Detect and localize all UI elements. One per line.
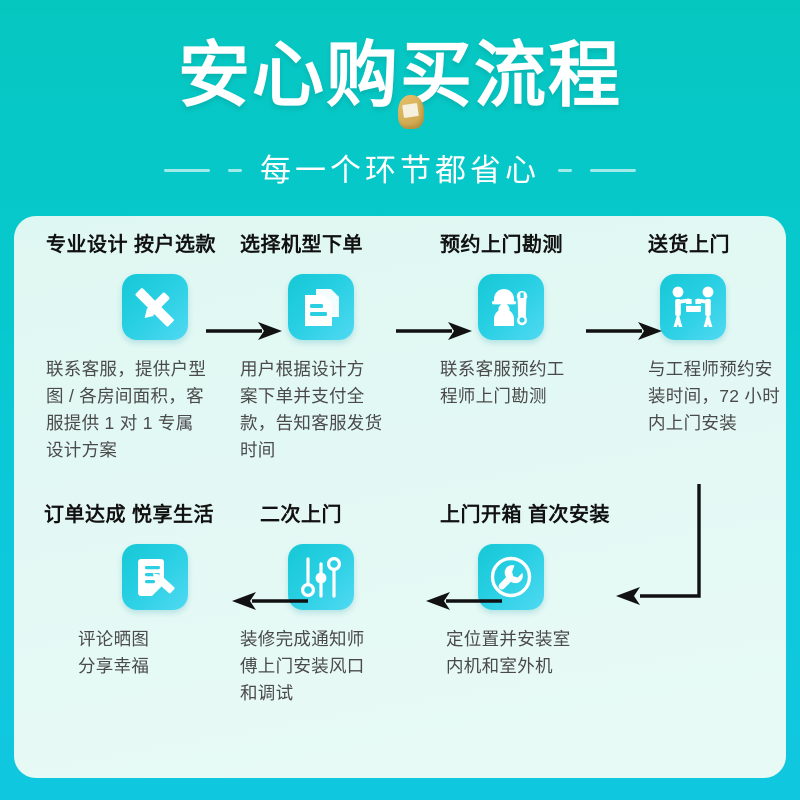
flow-step-6-title: 订单达成 悦享生活 [44, 504, 215, 526]
flow-step-4b-title: 上门开箱 首次安装 [440, 504, 611, 526]
flow-step-2-desc: 用户根据设计方 案下单并支付全 款，告知客服发货 时间 [240, 359, 383, 461]
flow-step-3-title: 预约上门勘测 [440, 234, 563, 256]
flow-step-1-desc: 联系客服，提供户型 图 / 各房间面积，客 服提供 1 对 1 专属 设计方案 [46, 359, 207, 461]
flow-step-5-title: 二次上门 [260, 504, 342, 526]
divider-dash-left-long [164, 168, 210, 172]
documents-order-icon [288, 274, 354, 340]
flow-step-6-desc: 评论晒图 分享幸福 [78, 629, 150, 677]
flow-step-4-desc: 与工程师预约安 装时间，72 小时 内上门安装 [648, 359, 781, 434]
divider-dash-right-short [558, 168, 572, 172]
design-pencil-ruler-icon [122, 274, 188, 340]
flow-step-5[interactable]: 二次上门 装修完成通知师 傅上门安装风口 和调试 [232, 504, 422, 707]
flow-step-3[interactable]: 预约上门勘测 [422, 234, 612, 465]
page-title: 安心购买流程 [177, 36, 622, 116]
flow-step-2-title: 选择机型下单 [240, 234, 363, 256]
flow-step-3-desc: 联系客服预约工 程师上门勘测 [440, 359, 565, 407]
flow-step-5-desc: 装修完成通知师 傅上门安装风口 和调试 [240, 629, 365, 704]
divider-dash-left-short [228, 168, 242, 172]
flow-step-1-title: 专业设计 按户选款 [46, 234, 217, 256]
flow-step-2[interactable]: 选择机型下单 用户根据设计方 案下单并支付全 款，告知客服发货 时间 [232, 234, 422, 465]
sliders-adjust-icon [288, 544, 354, 610]
package-badge-icon [398, 95, 424, 129]
page-subtitle: 每一个环节都省心 [260, 152, 540, 188]
flow-step-1[interactable]: 专业设计 按户选款 [14, 234, 232, 465]
flow-step-4[interactable]: 送货上门 [612, 234, 786, 465]
flow-row-2: 订单达成 悦享生活 [14, 504, 786, 707]
divider-dash-right-long [590, 168, 636, 172]
flow-step-4-title: 送货上门 [648, 234, 730, 256]
engineer-wrench-icon [478, 274, 544, 340]
flow-row-1: 专业设计 按户选款 [14, 234, 786, 465]
flow-step-4b[interactable]: 上门开箱 首次安装 定位置并安装室 内机和室外机 [422, 504, 642, 707]
flow-step-6[interactable]: 订单达成 悦享生活 [14, 504, 232, 707]
wrench-circle-install-icon [478, 544, 544, 610]
review-document-pencil-icon [122, 544, 188, 610]
subtitle-row: 每一个环节都省心 [0, 145, 800, 195]
flow-card: 专业设计 按户选款 [14, 216, 786, 778]
delivery-handover-icon [660, 274, 726, 340]
header-banner: 安心购买流程 每一个环节都省心 [0, 0, 800, 210]
flow-step-4b-desc: 定位置并安装室 内机和室外机 [446, 629, 571, 677]
